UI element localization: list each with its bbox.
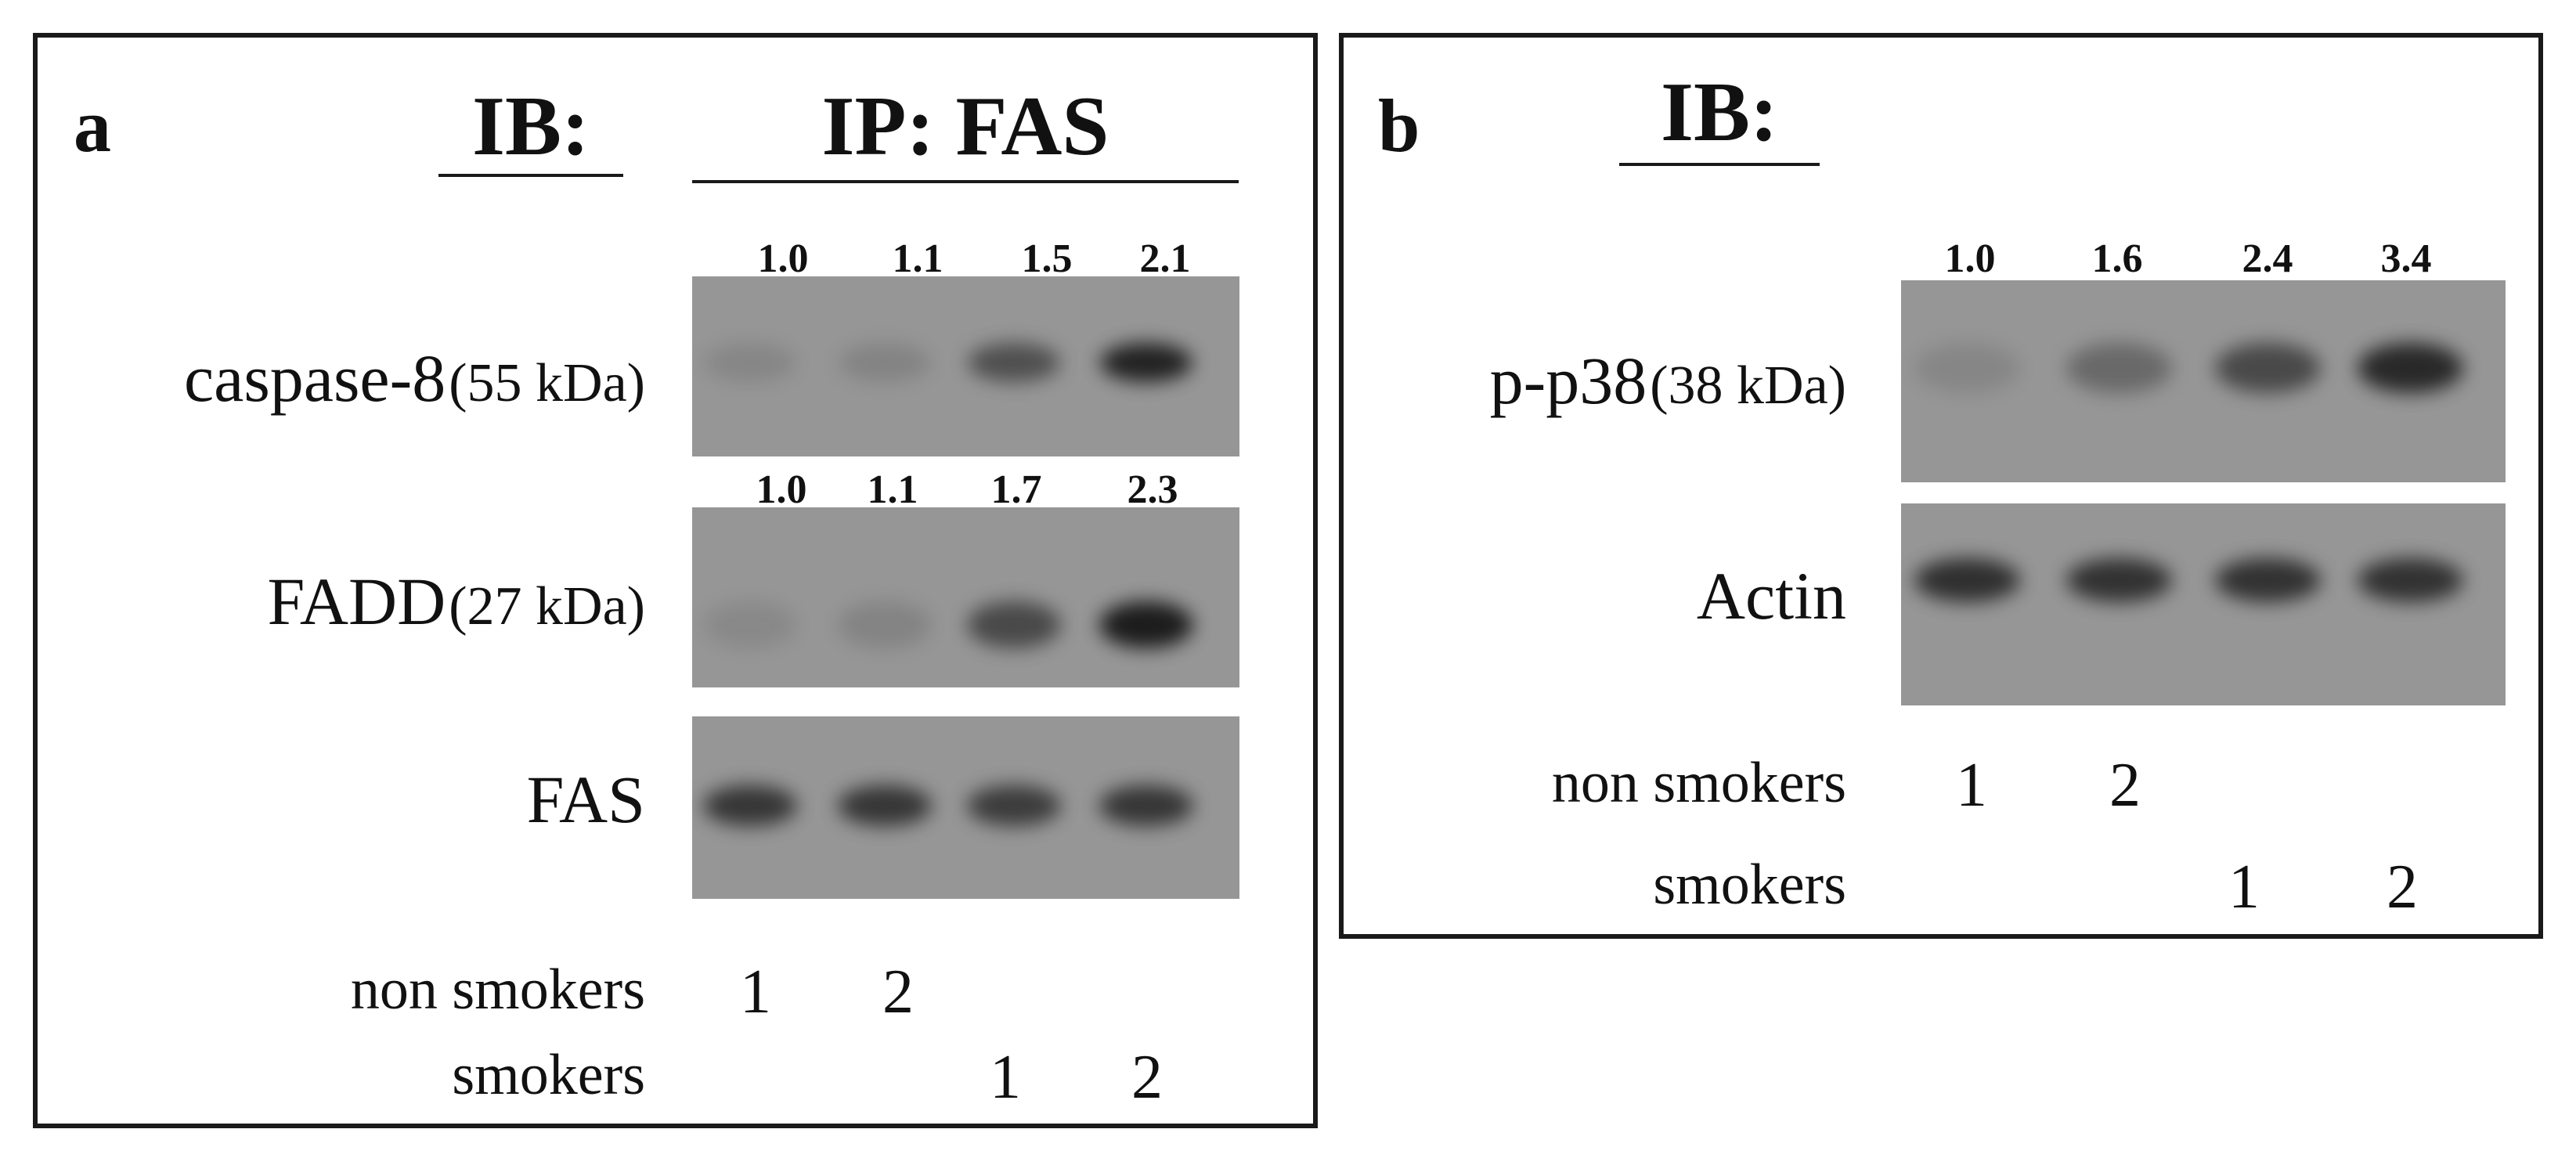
blot-fadd (692, 507, 1239, 687)
blot-band (967, 601, 1061, 648)
molecular-weight: (55 kDa) (449, 353, 645, 413)
quant-value: 3.4 (2380, 236, 2432, 281)
blot-band (2357, 558, 2463, 602)
protein-name: FADD (267, 564, 446, 639)
blot-band (1099, 601, 1193, 648)
quant-value: 1.1 (892, 236, 943, 281)
blot-band (838, 601, 932, 648)
molecular-weight: (38 kDa) (1650, 355, 1846, 416)
blot-band (2065, 343, 2172, 393)
lane-number: 2 (2109, 751, 2141, 820)
blot-p-p38 (1901, 280, 2506, 482)
quant-value: 1.0 (756, 467, 807, 512)
lane-number: 1 (740, 958, 771, 1026)
blot-band (2214, 558, 2321, 602)
lane-number: 2 (1131, 1043, 1163, 1112)
blot-band (2357, 343, 2463, 393)
blot-caspase-8 (692, 276, 1239, 456)
blot-band (1914, 558, 2020, 602)
panel-a-ip-underline (692, 180, 1239, 183)
row-label-fadd: FADD (27 kDa) (267, 568, 645, 635)
quant-value: 1.1 (867, 467, 918, 512)
protein-name: Actin (1696, 558, 1846, 633)
lane-number: 2 (882, 958, 914, 1026)
blot-actin (1901, 503, 2506, 705)
panel-b-ib-header: IB: (1660, 66, 1779, 159)
blot-band (703, 601, 797, 648)
smokers-label: smokers (452, 1043, 645, 1107)
panel-b-ib-underline (1619, 163, 1820, 166)
quant-value: 2.4 (2242, 236, 2293, 281)
row-label-p-p38: p-p38 (38 kDa) (1490, 347, 1846, 414)
panel-b-letter: b (1378, 84, 1420, 168)
blot-band (839, 343, 931, 382)
smokers-label: smokers (1653, 853, 1846, 917)
blot-band (2065, 558, 2172, 602)
panel-a-ip-header: IP: FAS (821, 80, 1109, 173)
blot-band (968, 343, 1060, 382)
quant-value: 1.0 (757, 236, 809, 281)
molecular-weight: (27 kDa) (449, 576, 645, 637)
quant-value: 1.0 (1944, 236, 1996, 281)
row-label-fas: FAS (527, 766, 645, 833)
row-label-caspase-8: caspase-8 (55 kDa) (184, 345, 645, 412)
lane-number: 2 (2387, 853, 2418, 922)
panel-a-ib-underline (438, 174, 623, 177)
quant-value: 1.6 (2091, 236, 2143, 281)
quant-value: 2.1 (1139, 236, 1191, 281)
quant-value: 2.3 (1127, 467, 1178, 512)
panel-a-letter: a (74, 84, 111, 168)
blot-band (967, 785, 1061, 826)
quant-value: 1.5 (1021, 236, 1073, 281)
blot-band (704, 343, 796, 382)
blot-band (2214, 343, 2321, 393)
protein-name: p-p38 (1489, 343, 1647, 418)
lane-number: 1 (2228, 853, 2260, 922)
row-label-actin: Actin (1697, 562, 1846, 630)
protein-name: caspase-8 (183, 341, 446, 416)
lane-number: 1 (1956, 751, 1987, 820)
non-smokers-label: non smokers (350, 958, 645, 1022)
blot-fas (692, 716, 1239, 899)
blot-band (1914, 343, 2020, 393)
blot-band (1100, 343, 1192, 382)
blot-band (703, 785, 797, 826)
panel-b (1339, 33, 2543, 939)
panel-a-ib-header: IB: (471, 80, 590, 173)
non-smokers-label: non smokers (1551, 751, 1846, 815)
protein-name: FAS (526, 762, 645, 837)
quant-value: 1.7 (990, 467, 1042, 512)
lane-number: 1 (990, 1043, 1021, 1112)
blot-band (838, 785, 932, 826)
blot-band (1099, 785, 1193, 826)
